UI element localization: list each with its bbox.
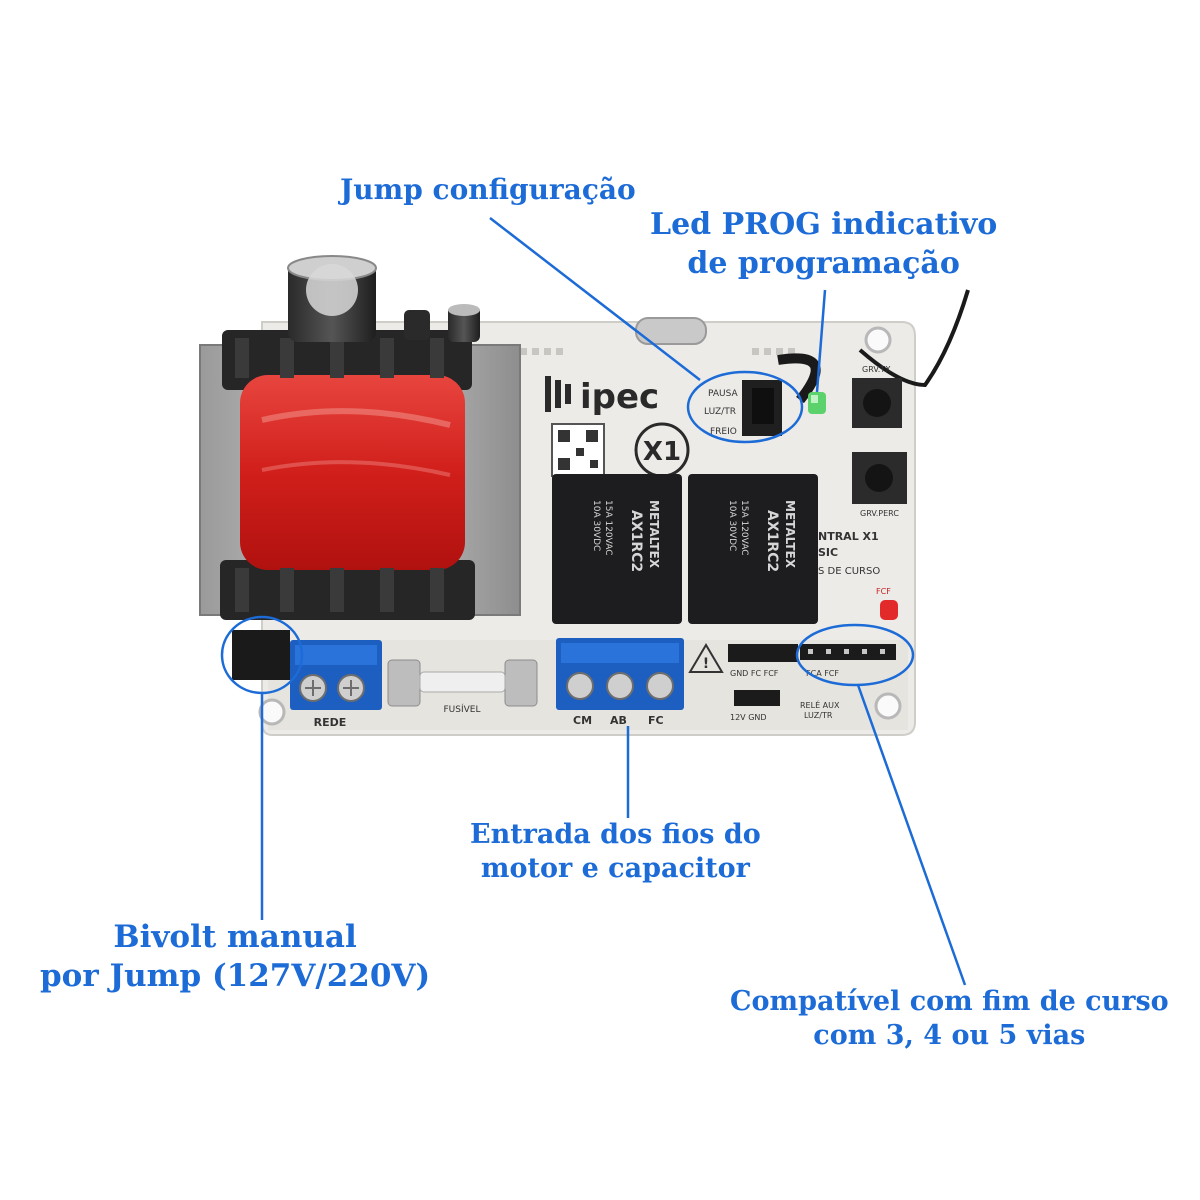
callout-motor-line1: Entrada dos fios do	[470, 819, 761, 850]
jumper-label-luz: LUZ/TR	[704, 407, 736, 417]
callout-limit-line1: Compatível com fim de curso	[730, 986, 1169, 1017]
callout-bivolt: Bivolt manual por Jump (127V/220V)	[40, 918, 430, 996]
callout-markers	[220, 217, 967, 986]
limit-switch-headers: GND FC FCF 12V GND FCA FCF RELÉ AUX LUZ/…	[728, 644, 896, 722]
callout-bivolt-line2: por Jump (127V/220V)	[40, 957, 431, 994]
board-text-line2: SIC	[818, 546, 838, 559]
relay-1-spec-1: 15A 120VAC	[603, 500, 613, 556]
callout-jump-config: Jump configuração	[340, 172, 636, 207]
model-badge: X1	[634, 422, 690, 478]
config-jumper-block: PAUSA LUZ/TR FREIO	[704, 353, 821, 437]
limit-switch-highlight-circle	[795, 623, 915, 687]
relay-2-model: AX1RC2	[764, 510, 780, 572]
brand-logo: ipec	[545, 376, 659, 417]
buttons: GRV.TX GRV.PERC	[852, 365, 907, 518]
callout-led-prog-line2: de programação	[687, 246, 960, 281]
callout-bivolt-line1: Bivolt manual	[113, 919, 357, 955]
jumper-label-freio: FREIO	[710, 427, 737, 437]
relay-1-spec-2: 10A 30VDC	[591, 500, 601, 551]
relay-1-brand: METALTEX	[647, 500, 661, 569]
board-text-line3: S DE CURSO	[818, 566, 880, 577]
callout-limit-switch: Compatível com fim de curso com 3, 4 ou …	[730, 985, 1169, 1053]
relay-1-model: AX1RC2	[628, 510, 644, 572]
model-text: X1	[643, 437, 681, 467]
relays: METALTEX AX1RC2 15A 120VAC 10A 30VDC MET…	[552, 474, 818, 624]
callout-led-prog: Led PROG indicativo de programação	[650, 205, 997, 283]
qr-code	[551, 423, 605, 477]
jumper-label-pausa: PAUSA	[708, 389, 738, 399]
callout-motor-line2: motor e capacitor	[480, 852, 750, 884]
button-label-grv-tx: GRV.TX	[862, 365, 891, 374]
header-label-gnd-fc-fcf: GND FC FCF	[730, 669, 779, 678]
transformer	[199, 330, 521, 620]
fuse: FUSÍVEL	[387, 659, 538, 715]
terminal-ab-label: AB	[610, 714, 627, 727]
relay-2-spec-2: 10A 30VDC	[727, 500, 737, 551]
board-text-line1: NTRAL X1	[818, 530, 879, 543]
button-label-grv-perc: GRV.PERC	[860, 509, 899, 518]
led-leader-line	[815, 289, 827, 393]
header-label-12v-gnd: 12V GND	[730, 713, 767, 722]
callout-jump-config-text: Jump configuração	[340, 173, 636, 206]
terminal-cm-label: CM	[573, 714, 592, 727]
terminal-fc-label: FC	[648, 714, 664, 727]
board-model-text: NTRAL X1 SIC S DE CURSO	[818, 530, 880, 577]
fcf-led-label: FCF	[876, 587, 891, 596]
fuse-label: FUSÍVEL	[444, 703, 481, 715]
capacitors	[287, 255, 480, 342]
brand-name: ipec	[580, 377, 659, 417]
prog-led	[808, 392, 826, 414]
relay-2-brand: METALTEX	[783, 500, 797, 569]
fcf-led: FCF	[876, 587, 898, 620]
limit-switch-leader-line	[856, 684, 967, 986]
header-label-fca-fcf: FCA FCF	[806, 669, 839, 678]
callout-motor-wires: Entrada dos fios do motor e capacitor	[470, 818, 761, 886]
svg-text:!: !	[703, 656, 709, 672]
callout-led-prog-line1: Led PROG indicativo	[650, 207, 998, 242]
power-terminal: REDE	[232, 630, 382, 729]
terminal-rede-label: REDE	[314, 716, 347, 729]
header-label-luz-tr: LUZ/TR	[804, 711, 833, 720]
callout-limit-line2: com 3, 4 ou 5 vias	[813, 1019, 1086, 1051]
jumper-leader-line	[489, 217, 701, 381]
antenna-wire	[858, 289, 970, 388]
jumper-highlight-circle	[686, 370, 804, 444]
relay-2-spec-1: 15A 120VAC	[739, 500, 749, 556]
header-label-rele-aux: RELÉ AUX	[800, 699, 840, 710]
motor-terminal: CM AB FC !	[556, 638, 724, 727]
